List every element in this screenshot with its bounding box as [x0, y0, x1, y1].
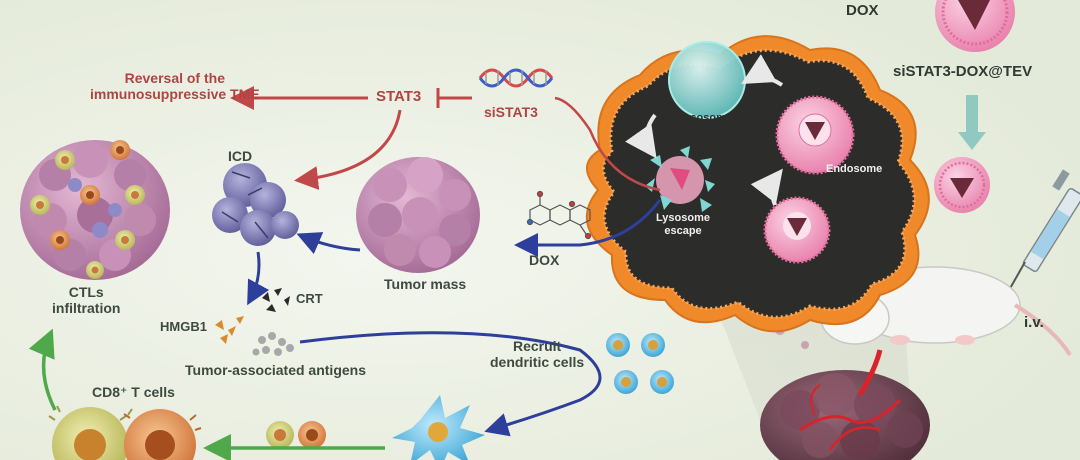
label-taa: Tumor-associated antigens [185, 362, 367, 378]
label-iv: i.v. [1024, 314, 1044, 331]
label-hmgb1: HMGB1 [160, 319, 207, 334]
label-stat3: STAT3 [376, 88, 422, 105]
arrow-tcells-to-ctls [28, 328, 57, 411]
label-ctls: CTLs infiltration [52, 284, 121, 317]
label-recruit: Recruit dendritic cells [490, 338, 585, 371]
cycle-arrow-2 [625, 113, 657, 159]
cycle-arrow-3 [750, 168, 783, 206]
arrow-antigens-to-dc [299, 331, 602, 437]
label-crt: CRT [296, 291, 323, 306]
label-reversal: Reversal of the immunosuppressive TME [90, 70, 260, 103]
label-nanoparticle: siSTAT3-DOX@TEV [893, 63, 1033, 80]
nanoparticle-top [935, 0, 1015, 52]
tumor-mass [356, 157, 480, 273]
label-endosome: Endosome [826, 163, 883, 175]
cycle-arrow-1 [741, 54, 784, 87]
nanoparticle-small [934, 157, 990, 213]
label-lysosome: Lysosome [678, 112, 733, 124]
entering-vesicle [763, 196, 831, 264]
down-arrow-teal-head [958, 132, 986, 150]
t-cell-icon [48, 405, 202, 460]
dna-strand-icon [478, 68, 554, 88]
arrow-escape-to-dox [514, 199, 662, 257]
t-cell-pair-mid [266, 421, 326, 449]
label-dox-top: DOX [846, 2, 879, 19]
label-icd: ICD [228, 148, 253, 164]
endosome-vesicle [775, 95, 855, 175]
label-cd8: CD8⁺ T cells [92, 384, 175, 400]
dendritic-cells-free [606, 333, 674, 394]
label-dox-left: DOX [529, 252, 560, 268]
icd-fragments [212, 163, 299, 246]
arrow-icd-to-crt [247, 251, 270, 306]
arrow-escape-to-sistat3 [554, 96, 661, 192]
label-sistat3: siSTAT3 [484, 104, 538, 120]
label-tumor-mass: Tumor mass [384, 276, 467, 292]
lysosome-vesicle [668, 41, 746, 119]
dendritic-cell-icon [392, 395, 485, 460]
arrow-tumor-to-icd [296, 232, 361, 255]
ctl-infiltrated-tumor [20, 140, 170, 280]
arrow-stat3-to-icd [294, 109, 402, 190]
lysosome-escape-burst [645, 146, 715, 212]
implanted-tumor [760, 349, 930, 460]
dox-molecule-icon [526, 190, 592, 240]
antigen-particles [252, 332, 294, 356]
hmgb1-particles [215, 316, 244, 344]
label-lysosome-escape: Lysosome escape [656, 212, 711, 237]
